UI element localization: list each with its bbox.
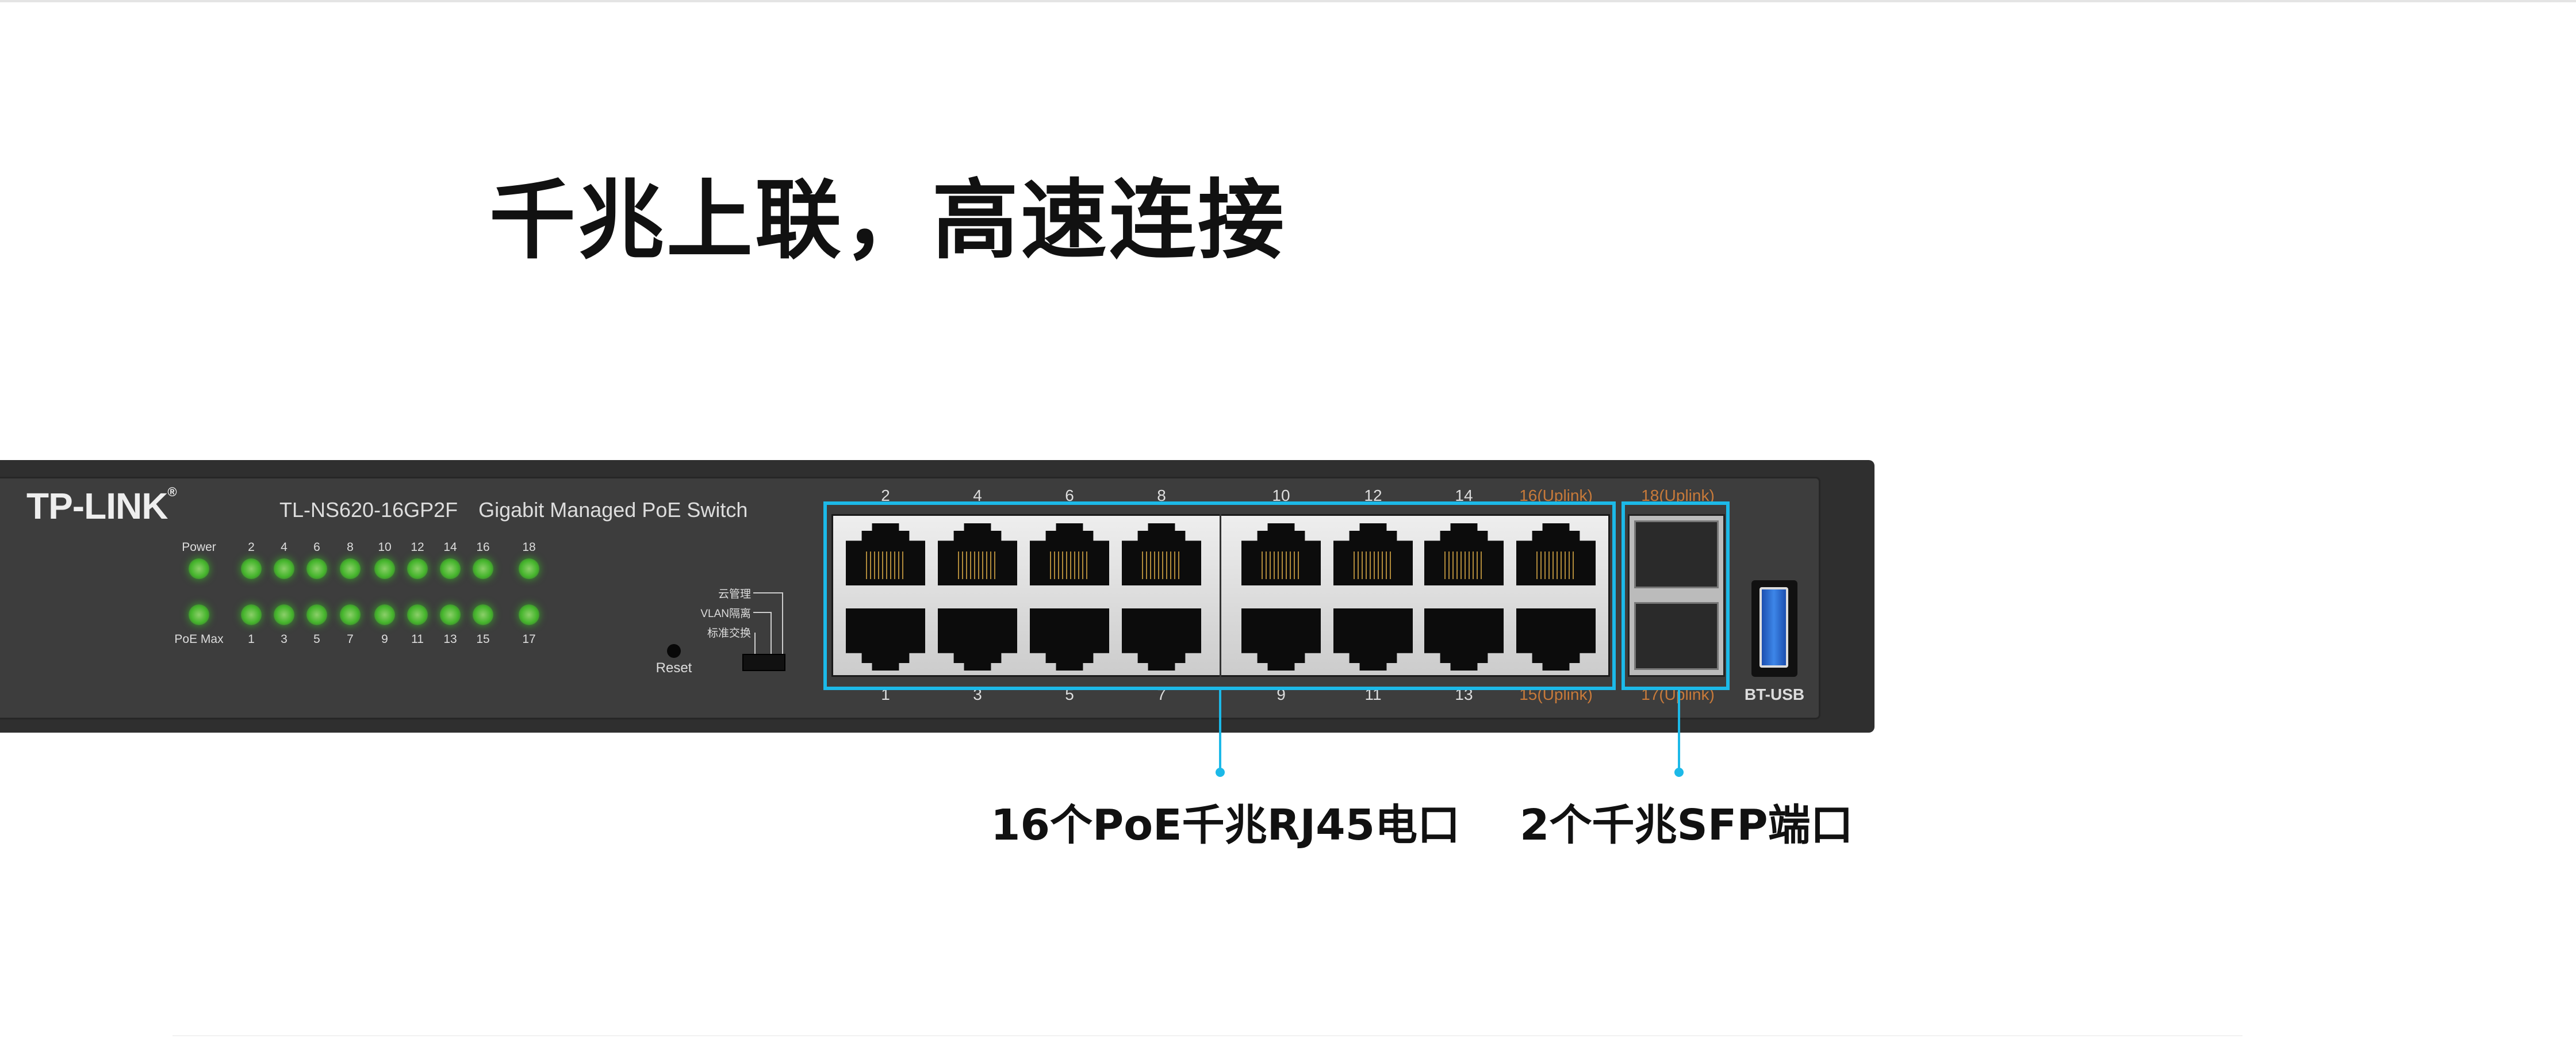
led-label-bottom: 11	[411, 633, 424, 646]
port-pins	[957, 551, 998, 580]
port-label-top: 12	[1364, 487, 1382, 504]
port-label-top: 8	[1157, 487, 1166, 504]
rj45-callout-dot	[1216, 768, 1225, 777]
port-pins	[865, 551, 906, 580]
led-indicator	[241, 604, 262, 625]
switch-guide-line	[753, 612, 770, 613]
model-number: TL-NS620-16GP2F	[279, 498, 458, 522]
reset-label: Reset	[656, 660, 692, 676]
led-label-top: 6	[313, 541, 320, 554]
led-label-top: 16	[476, 541, 490, 554]
led-label-bottom: 5	[313, 633, 320, 646]
led-label-top: Power	[182, 541, 216, 554]
led-indicator	[241, 558, 262, 579]
port-label-top: 6	[1065, 487, 1074, 504]
mode-label-cloud: 云管理	[718, 588, 751, 600]
led-indicator	[519, 604, 539, 625]
switch-guide-line	[782, 592, 783, 656]
led-indicator	[340, 604, 361, 625]
led-indicator	[306, 558, 327, 579]
led-label-bottom: PoE Max	[174, 633, 224, 646]
led-indicator	[440, 558, 461, 579]
led-label-bottom: 1	[248, 633, 255, 646]
rj45-callout-line	[1219, 690, 1221, 772]
led-label-top: 18	[522, 541, 536, 554]
sfp-callout-line	[1678, 690, 1680, 772]
port-pins	[1141, 551, 1182, 580]
port-label-top: 14	[1455, 487, 1473, 504]
led-indicator	[274, 558, 294, 579]
sfp-callout-dot	[1674, 768, 1684, 777]
model-text: TL-NS620-16GP2F Gigabit Managed PoE Switc…	[279, 498, 747, 522]
rj45-highlight-box	[823, 501, 1616, 690]
led-label-bottom: 15	[476, 633, 490, 646]
led-indicator	[189, 558, 209, 579]
led-label-top: 14	[443, 541, 457, 554]
led-label-bottom: 9	[381, 633, 388, 646]
led-indicator	[473, 558, 493, 579]
switch-guide-line	[753, 592, 782, 593]
sfp-cage	[1628, 514, 1725, 677]
led-indicator	[340, 558, 361, 579]
rj45-caption: 16个PoE千兆RJ45电口	[991, 800, 1460, 850]
brand-logo: TP-LINK®	[26, 485, 177, 527]
mode-label-standard: 标准交换	[707, 627, 751, 639]
port-pins	[1536, 551, 1576, 580]
port-pins	[1444, 551, 1484, 580]
led-label-top: 2	[248, 541, 255, 554]
top-divider	[0, 0, 2576, 2]
led-label-top: 12	[411, 541, 424, 554]
sfp-highlight-box	[1621, 501, 1730, 690]
led-indicator	[407, 558, 428, 579]
led-indicator	[440, 604, 461, 625]
port-group-divider	[1220, 514, 1221, 677]
led-label-bottom: 3	[281, 633, 288, 646]
led-label-top: 10	[378, 541, 392, 554]
led-label-bottom: 17	[522, 633, 536, 646]
led-label-bottom: 13	[443, 633, 457, 646]
port-label-top: 16(Uplink)	[1519, 487, 1593, 504]
sfp-port-17[interactable]	[1634, 602, 1719, 670]
port-pins	[1353, 551, 1393, 580]
port-pins	[1261, 551, 1301, 580]
led-indicator	[407, 604, 428, 625]
led-indicator	[306, 604, 327, 625]
port-pins	[1049, 551, 1090, 580]
sfp-caption: 2个千兆SFP端口	[1520, 800, 1853, 850]
led-label-top: 4	[281, 541, 288, 554]
sfp-port-18[interactable]	[1634, 520, 1719, 588]
port-label-top: 10	[1272, 487, 1290, 504]
reset-button[interactable]	[667, 644, 681, 658]
page-title: 千兆上联，高速连接	[489, 171, 1287, 271]
port-label-top: 4	[973, 487, 982, 504]
brand-name: TP-LINK	[26, 485, 168, 527]
led-label-bottom: 7	[347, 633, 354, 646]
mode-switch[interactable]	[742, 654, 785, 671]
led-indicator	[519, 558, 539, 579]
led-indicator	[274, 604, 294, 625]
bottom-divider	[172, 1035, 2242, 1036]
port-label-top: 2	[881, 487, 890, 504]
switch-guide-line	[770, 612, 772, 656]
usb-label: BT-USB	[1744, 685, 1805, 703]
model-description: Gigabit Managed PoE Switch	[478, 498, 748, 522]
led-indicator	[189, 604, 209, 625]
led-indicator	[473, 604, 493, 625]
mode-label-vlan: VLAN隔离	[700, 608, 751, 620]
usb-icon	[1759, 587, 1788, 668]
led-indicator	[374, 558, 395, 579]
sfp-top-label: 18(Uplink)	[1641, 487, 1715, 504]
led-indicator	[374, 604, 395, 625]
switch-guide-line	[754, 633, 756, 656]
usb-port[interactable]	[1751, 580, 1797, 677]
led-label-top: 8	[347, 541, 354, 554]
